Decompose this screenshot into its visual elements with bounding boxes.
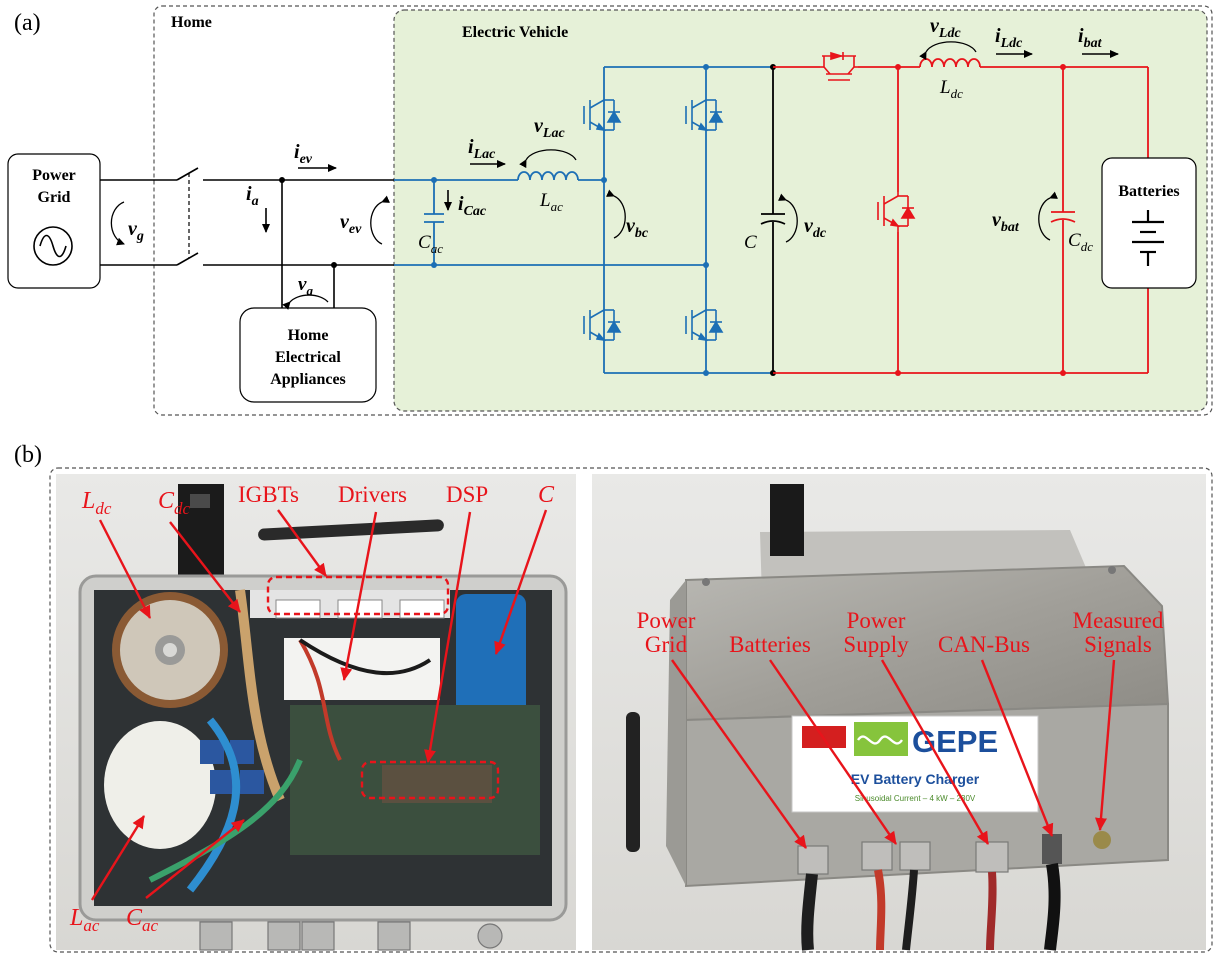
vLac-label: vLac (534, 115, 565, 141)
power-grid-block: Power Grid (7, 153, 101, 289)
appliances-line1: Home (288, 327, 329, 344)
ac-side-circuit (394, 66, 773, 374)
photo-measured-label-line1: Measured (1073, 608, 1164, 633)
gepe-text: GEPE (912, 724, 998, 759)
charger-internal-photo (56, 474, 576, 951)
battery-icon (1132, 210, 1164, 266)
charger-title: EV Battery Charger (851, 771, 980, 787)
grid-wiring (100, 167, 394, 308)
photo-dsp-label: DSP (446, 482, 488, 507)
iLdc-label: iLdc (995, 25, 1023, 51)
photo-powergrid-label-line2: Grid (645, 632, 688, 657)
panel-a-label: (a) (14, 10, 41, 36)
photo-drivers-label: Drivers (338, 482, 407, 507)
dc-link-capacitor (760, 67, 786, 373)
igbt-blue-bottom-left (583, 309, 622, 342)
home-label: Home (171, 14, 212, 31)
dc-side-circuit (773, 58, 1149, 374)
igbt-blue-top-right (685, 99, 724, 132)
appliances-line2: Electrical (275, 349, 341, 366)
photo-powersupply-label-line2: Supply (843, 632, 909, 657)
photo-igbts-label: IGBTs (238, 482, 299, 507)
panel-b-boundary (49, 467, 1213, 953)
charger-external-photo: GEPE EV Battery Charger Sinusoidal Curre… (592, 474, 1206, 951)
igbt-blue-top-left (583, 99, 622, 132)
photo-canbus-label: CAN-Bus (938, 632, 1030, 657)
photo-powersupply-label-line1: Power (847, 608, 906, 633)
batteries-block: Batteries (1101, 157, 1197, 289)
power-grid-label-line1: Power (32, 167, 76, 184)
vbc-label: vbc (626, 215, 649, 241)
photo-lac-label: Lac (69, 905, 100, 935)
vdc-label: vdc (804, 215, 827, 241)
iLac-label: iLac (468, 136, 496, 162)
photo-powergrid-label-line1: Power (637, 608, 696, 633)
ldc-label: Ldc (939, 77, 963, 101)
photo-c-label: C (538, 482, 555, 508)
icac-label: iCac (458, 193, 487, 219)
power-grid-label-line2: Grid (38, 189, 71, 206)
photo-measured-label-line2: Signals (1084, 632, 1152, 657)
photo-cdc-label: Cdc (158, 488, 191, 518)
vLdc-label: vLdc (930, 15, 961, 41)
iev-label: iev (294, 141, 313, 167)
vg-label: vg (128, 218, 144, 244)
appliances-line3: Appliances (270, 371, 346, 388)
va-label: va (298, 274, 313, 298)
igbts-highlight (266, 575, 450, 616)
home-appliances-block: Home Electrical Appliances (239, 307, 377, 403)
lac-label: Lac (539, 190, 563, 214)
cac-label: Cac (418, 232, 443, 256)
ia-label: ia (246, 183, 259, 209)
ev-boundary (393, 9, 1208, 412)
vbat-label: vbat (992, 209, 1020, 235)
photo-ldc-label: Ldc (81, 488, 112, 518)
photo-cac-label: Cac (126, 905, 159, 935)
c-label: C (744, 232, 757, 253)
panel-b-label: (b) (14, 442, 42, 468)
ev-label: Electric Vehicle (462, 24, 568, 41)
batteries-label: Batteries (1118, 183, 1179, 200)
ibat-label: ibat (1078, 25, 1103, 51)
igbt-red-shunt (877, 192, 916, 232)
igbt-blue-bottom-right (685, 309, 724, 342)
cdc-label: Cdc (1068, 230, 1093, 254)
home-boundary (153, 5, 1213, 416)
photo-batteries-label: Batteries (729, 632, 811, 657)
charger-subtitle: Sinusoidal Current – 4 kW – 230V (855, 794, 976, 803)
igbt-red-series (820, 51, 858, 81)
vev-label: vev (340, 211, 362, 237)
